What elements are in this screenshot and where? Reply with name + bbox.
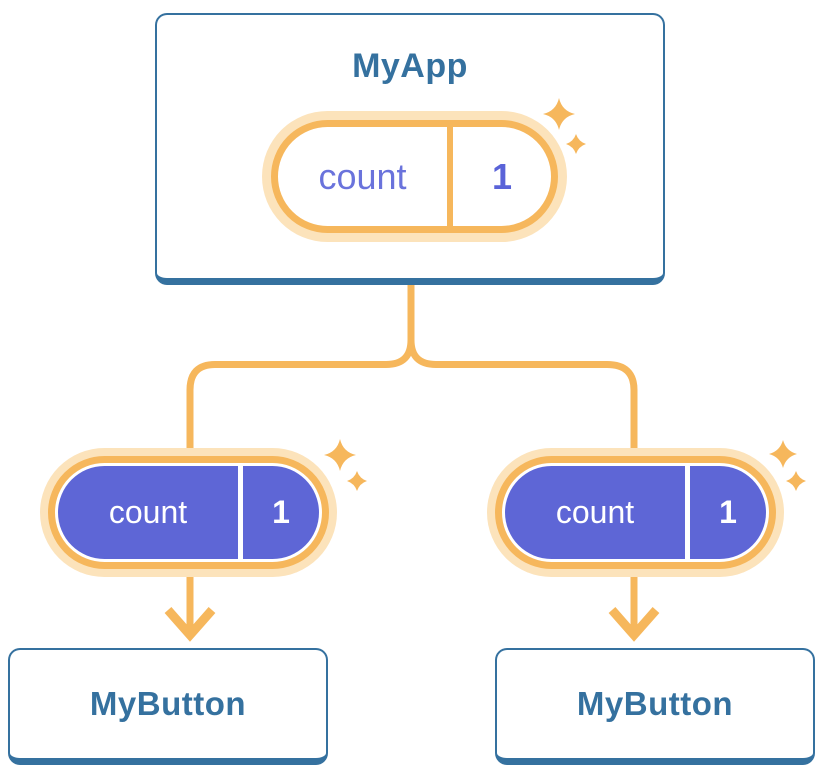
component-title: MyApp (352, 47, 468, 85)
sparkle-big-icon (769, 440, 797, 468)
pill-divider (238, 466, 243, 559)
component-card-child-right: MyButton (495, 648, 815, 765)
state-pill-ring: count 1 (495, 456, 776, 569)
state-name: count (108, 494, 188, 530)
pill-divider (447, 127, 453, 226)
sparkle-small-icon (786, 471, 806, 491)
sparkle-icon-child-left (324, 439, 367, 491)
component-card-root: MyApp count 1 (155, 13, 665, 285)
state-name: count (555, 494, 635, 530)
branch-line-left (186, 285, 415, 452)
state-pill-ring: count 1 (48, 456, 329, 569)
state-value: 1 (491, 155, 513, 197)
sparkle-big-icon (543, 98, 575, 130)
state-pill-body: count 1 (505, 466, 766, 559)
sparkle-small-icon (347, 471, 367, 491)
component-title: MyButton (89, 685, 247, 722)
sparkle-icon-root (543, 98, 586, 154)
state-pill-root: count 1 (262, 111, 567, 242)
branch-line-right (407, 285, 638, 452)
state-pill-child-right: count 1 (487, 448, 784, 577)
state-pill-child-left: count 1 (40, 448, 337, 577)
state-name: count (318, 155, 407, 197)
arrow-right-head-icon (608, 607, 660, 642)
component-title: MyButton (576, 685, 734, 722)
sparkle-icon-child-right (769, 440, 806, 491)
state-value: 1 (719, 494, 737, 530)
component-card-child-left: MyButton (8, 648, 328, 765)
sparkle-small-icon (566, 134, 586, 154)
arrow-left-head-icon (164, 607, 216, 642)
sparkle-big-icon (324, 439, 356, 471)
state-pill-root-body: count 1 (271, 120, 558, 233)
pill-divider (685, 466, 690, 559)
state-value: 1 (272, 494, 290, 530)
state-pill-body: count 1 (58, 466, 319, 559)
